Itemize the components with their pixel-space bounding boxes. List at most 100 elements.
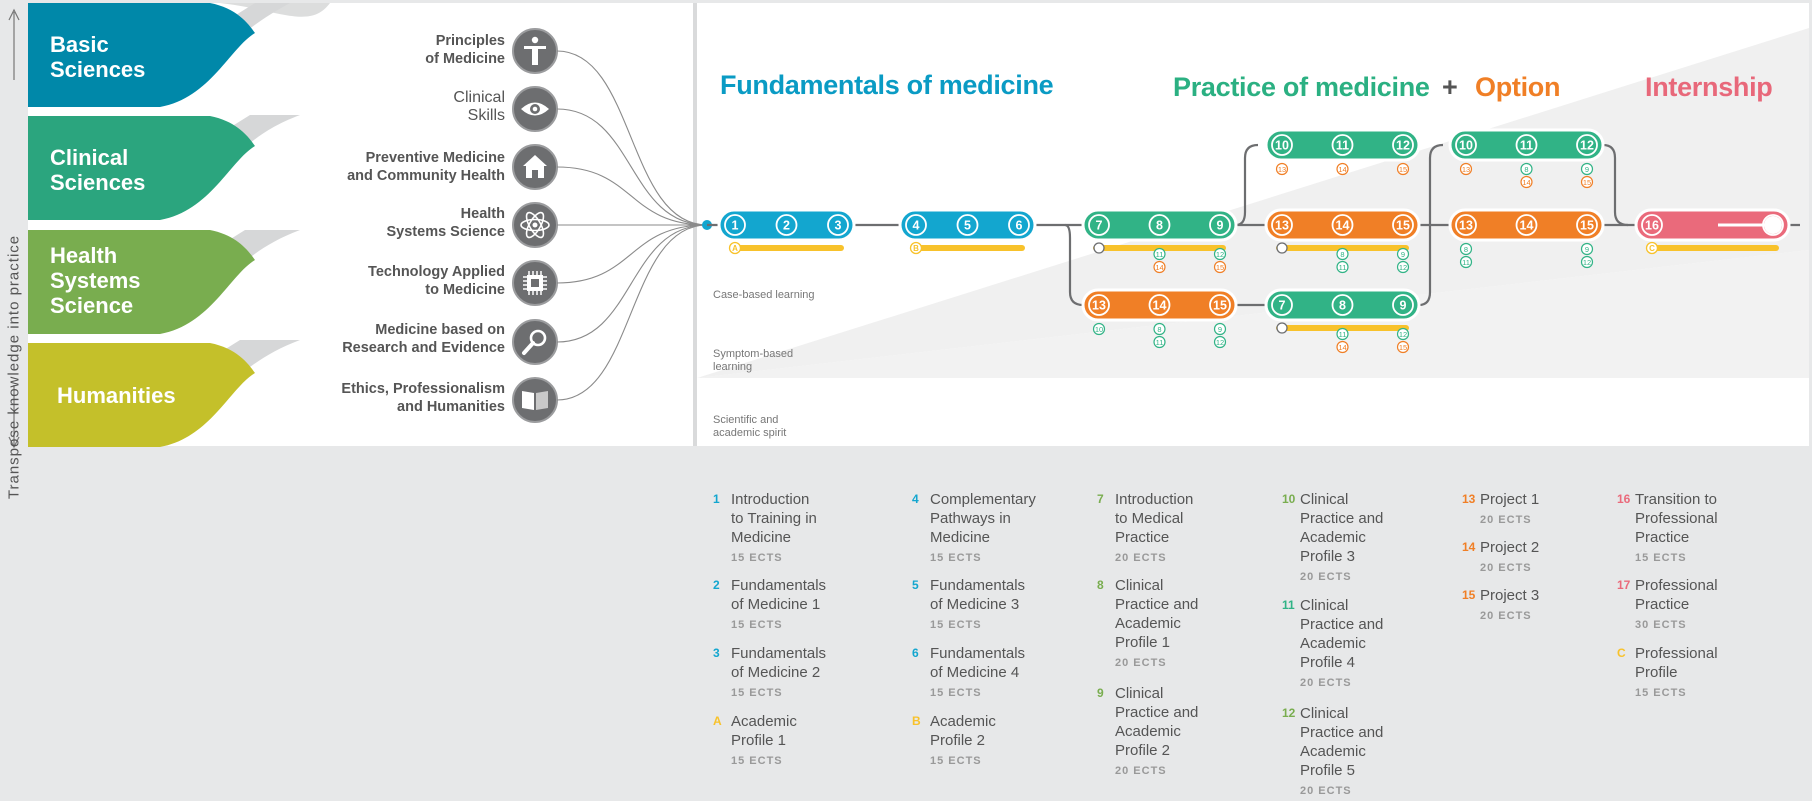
module-node: [1148, 294, 1171, 316]
human-figure-icon: [512, 28, 558, 74]
svg-text:14: 14: [1155, 263, 1163, 272]
svg-text:10: 10: [1095, 325, 1103, 334]
module-node-label: 14: [1520, 219, 1534, 233]
module-node-label: 1: [732, 219, 739, 233]
pathway-track: [707, 143, 1800, 307]
phase-title-fundamentals: Fundamentals of medicine: [720, 70, 1054, 100]
svg-text:12: 12: [1399, 330, 1407, 339]
svg-text:8: 8: [1157, 325, 1161, 334]
legend-number: 16: [1617, 492, 1631, 506]
svg-text:12: 12: [1216, 250, 1224, 259]
legend-number: 11: [1282, 598, 1295, 612]
svg-text:8: 8: [1464, 245, 1468, 254]
svg-text:12: 12: [1216, 338, 1224, 347]
legend-number: 17: [1617, 578, 1631, 592]
house-icon: [512, 144, 558, 190]
module-node: [1392, 294, 1414, 316]
module-node-label: 3: [835, 219, 842, 233]
svg-text:11: 11: [1339, 263, 1347, 272]
legend-number: 5: [912, 578, 919, 592]
legend-number: C: [1617, 646, 1626, 660]
legend-number: 9: [1097, 686, 1104, 700]
pillar-label-humanities: Humanities: [57, 383, 176, 408]
connector-research: [556, 224, 708, 343]
axis-label-text: Transpose knowledge into practice: [5, 234, 23, 500]
connector-clinical-skills: [556, 108, 708, 226]
svg-text:B: B: [913, 244, 919, 253]
module-node: [1515, 134, 1538, 156]
svg-text:9: 9: [1585, 165, 1589, 174]
pillar-shape-2: [28, 230, 255, 334]
module-node-label: 13: [1092, 299, 1106, 313]
module-node-label: 6: [1016, 219, 1023, 233]
module-node-label: 12: [1396, 139, 1410, 153]
legend-number: 2: [713, 578, 720, 592]
legend-ects: 20 ECTS: [1480, 514, 1532, 526]
academic-bar: [729, 245, 844, 251]
module-node: [1331, 294, 1354, 316]
legend-ects: 15 ECTS: [930, 619, 982, 631]
module-node: [1209, 214, 1231, 236]
legend-ects: 15 ECTS: [731, 552, 783, 564]
svg-text:9: 9: [1401, 250, 1405, 259]
module-node: [1455, 214, 1477, 236]
module-node-label: 11: [1336, 139, 1349, 153]
svg-text:12: 12: [1399, 263, 1407, 272]
module-node: [956, 214, 979, 236]
legend-number: 12: [1282, 706, 1296, 720]
legend-ects: 15 ECTS: [731, 619, 783, 631]
module-node: [1392, 214, 1414, 236]
module-node-label: 15: [1396, 219, 1410, 233]
legend-ects: 20 ECTS: [1115, 657, 1167, 669]
svg-text:13: 13: [1462, 165, 1470, 174]
svg-text:11: 11: [1462, 258, 1470, 267]
eye-icon: [512, 86, 558, 132]
svg-text:9: 9: [1585, 245, 1589, 254]
legend-text: Project 1: [1480, 491, 1540, 508]
module-node-label: 8: [1156, 219, 1163, 233]
legend-ects: 15 ECTS: [1635, 552, 1687, 564]
legend-number: 15: [1462, 588, 1476, 602]
band-label-case-based: Case-based learning: [713, 289, 815, 301]
svg-text:15: 15: [1399, 165, 1407, 174]
phase-title-internship: Internship: [1645, 72, 1773, 102]
svg-text:9: 9: [1218, 325, 1222, 334]
legend-ects: 20 ECTS: [1115, 765, 1167, 777]
legend-ects: 15 ECTS: [930, 552, 982, 564]
module-end-node: [1764, 216, 1782, 234]
legend-ects: 15 ECTS: [930, 755, 982, 767]
module-node: [1271, 214, 1293, 236]
academic-bar: [1646, 245, 1779, 251]
module-node-label: 10: [1459, 139, 1473, 153]
module-node: [1576, 214, 1598, 236]
legend-number: A: [713, 714, 722, 728]
